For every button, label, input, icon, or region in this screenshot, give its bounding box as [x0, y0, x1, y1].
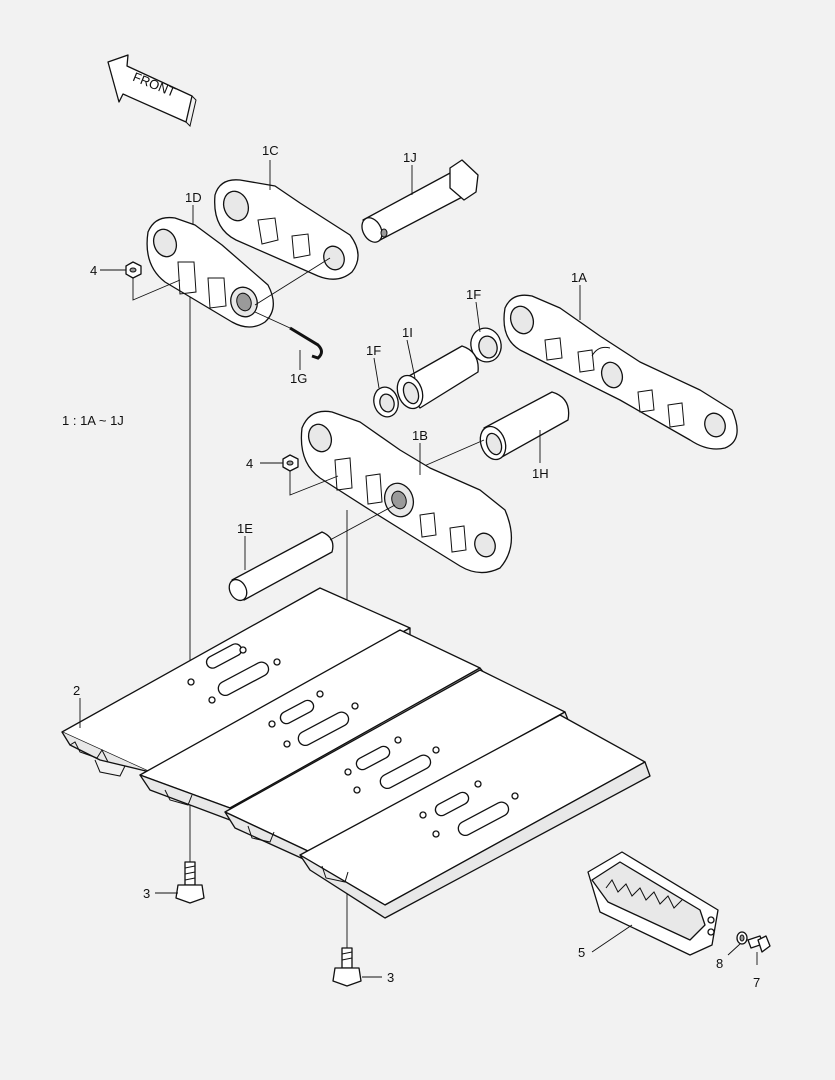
callout-1j: 1J: [403, 150, 417, 165]
callout-1a: 1A: [571, 270, 587, 285]
shoe-hole-set-4: [419, 780, 519, 838]
bolt-3-right: [332, 947, 362, 987]
leader-lines: [79, 160, 758, 978]
bolt-3-left: [175, 861, 205, 904]
callout-8: 8: [716, 956, 723, 971]
link-1a: [503, 294, 738, 450]
callout-1f-right: 1F: [466, 287, 481, 302]
callout-1h: 1H: [532, 466, 549, 481]
washer-8: [736, 931, 748, 945]
callout-1c: 1C: [262, 143, 279, 158]
callout-labels: 1A 1B 1C 1D 1E 1F 1F 1G 1H 1I 1J 2 3 3 4…: [73, 143, 760, 990]
guard-5: [587, 851, 719, 956]
assembly-note: 1 : 1A ~ 1J: [62, 413, 124, 428]
callout-1f-left: 1F: [366, 343, 381, 358]
callout-3-left: 3: [143, 886, 150, 901]
bolt-7: [747, 935, 771, 953]
front-arrow: FRONT: [107, 54, 197, 127]
pin-1e: [228, 504, 396, 602]
nut-4-upper: [125, 261, 181, 301]
bushing-1h: [414, 391, 570, 471]
bushing-1i: [396, 345, 479, 410]
callout-1i: 1I: [402, 325, 413, 340]
track-shoes: [61, 587, 651, 919]
callout-2: 2: [73, 683, 80, 698]
seal-1f-left: [373, 386, 399, 418]
callout-1d: 1D: [185, 190, 202, 205]
link-1c: [214, 179, 359, 280]
cotter-pin-1g: [254, 311, 323, 360]
link-1d: [146, 216, 274, 328]
callout-5: 5: [578, 945, 585, 960]
callout-7: 7: [753, 975, 760, 990]
shoe-hole-set-3: [344, 736, 440, 794]
seal-1f-right: [470, 327, 502, 363]
pin-1j: [254, 159, 479, 306]
callout-1g: 1G: [290, 371, 307, 386]
callout-3-right: 3: [387, 970, 394, 985]
shoe-hole-set-1: [187, 643, 281, 704]
callout-4-upper: 4: [90, 263, 97, 278]
callout-1b: 1B: [412, 428, 428, 443]
link-1b: [300, 410, 513, 574]
callout-1e: 1E: [237, 521, 253, 536]
shoe-hole-set-2: [268, 690, 359, 748]
callout-4-lower: 4: [246, 456, 253, 471]
nut-4-lower: [282, 454, 339, 496]
